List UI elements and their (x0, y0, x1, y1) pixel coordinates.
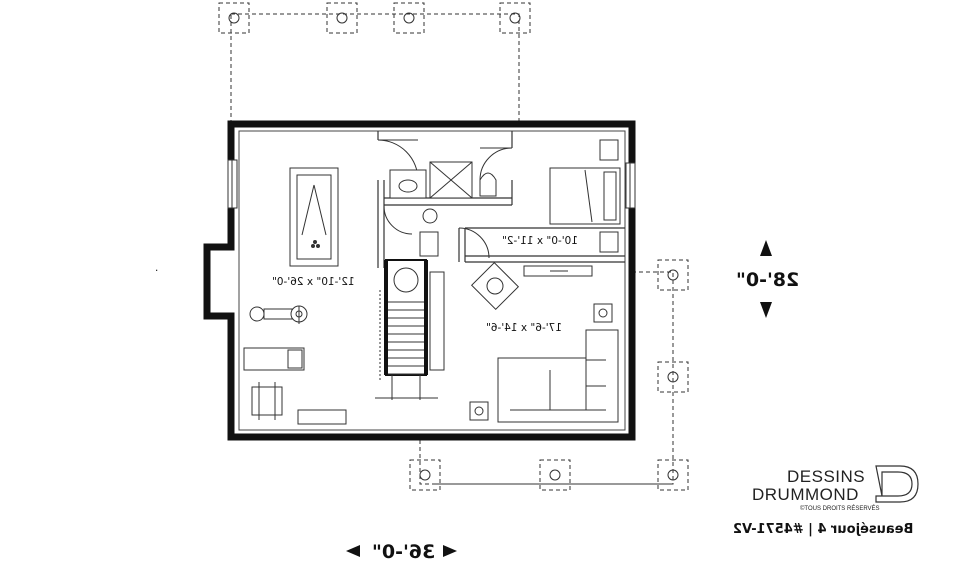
bathroom-fixtures (389, 161, 497, 257)
depth-dimension: 28'-0" (736, 269, 799, 291)
deck-column (657, 459, 689, 491)
depth-dimension-marker: 28'-0" (736, 240, 799, 318)
porch-column (499, 2, 531, 34)
sectional-sofa (497, 329, 619, 423)
toilet (479, 172, 497, 197)
tv-console (523, 265, 593, 277)
brand-block: DESSINS DRUMMOND ©TOUS DROITS RÉSERVÉS B… (733, 465, 919, 537)
landing-circle (393, 267, 419, 293)
bedroom-dimensions: 10'-0" x 11'-2" (502, 235, 578, 247)
pool-table (289, 167, 339, 267)
utility-circle (422, 208, 438, 224)
bookshelf (429, 271, 445, 371)
weight-bench (251, 382, 283, 420)
deck-outline (419, 271, 674, 485)
deck-column (539, 459, 571, 491)
bedroom-bed (549, 167, 621, 225)
sink (398, 179, 418, 193)
porch-column (218, 2, 250, 34)
porch-column (326, 2, 358, 34)
exterior-walls (203, 120, 636, 441)
stray-mark: · (155, 265, 158, 277)
bench-rect (297, 409, 347, 425)
vanity (389, 169, 427, 199)
family-room-dimensions: 17'-6" x 14'-6" (486, 322, 562, 334)
top-porch-columns (218, 2, 531, 34)
doors (377, 139, 513, 259)
treadmill (243, 347, 305, 371)
arrow-right-icon (443, 545, 457, 557)
brand-name-line1: DESSINS (787, 467, 865, 486)
staircase (375, 259, 438, 400)
rec-room-dimensions: 12'-10" x 26'-0" (272, 276, 355, 288)
porch-column (393, 2, 425, 34)
deck-column (657, 259, 689, 291)
width-dimension: 36'-0" (372, 541, 435, 563)
deck-columns (409, 259, 689, 491)
deck-column (657, 361, 689, 393)
brand-logo-icon (875, 465, 919, 503)
top-porch-outline (230, 13, 520, 125)
side-tables (469, 303, 613, 421)
brand-rights: ©TOUS DROITS RÉSERVÉS (800, 505, 880, 512)
arrow-down-icon (760, 302, 772, 318)
armchair (470, 261, 520, 311)
bedroom-nightstands (599, 139, 619, 253)
width-dimension-marker: 36'-0" (346, 541, 457, 563)
brand-name-line2: DRUMMOND (752, 485, 859, 504)
deck-column (409, 459, 441, 491)
plan-caption: Beauséjour 4 | #4571-V2 (733, 522, 913, 537)
arrow-left-icon (346, 545, 360, 557)
exercise-bike (249, 305, 308, 324)
arrow-up-icon (760, 240, 772, 256)
water-heater (419, 231, 439, 257)
